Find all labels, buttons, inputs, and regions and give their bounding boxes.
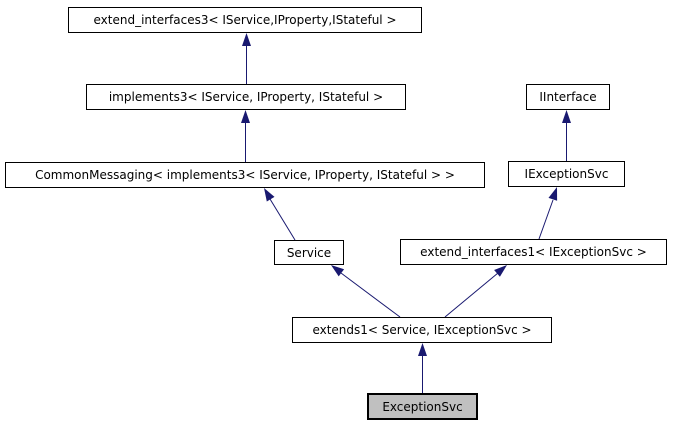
node-service[interactable]: Service [274, 240, 344, 265]
node-iinterface[interactable]: IInterface [526, 84, 610, 110]
edge-extends1-to-extend-interfaces1 [444, 265, 507, 318]
node-exceptionsvc: ExceptionSvc [367, 393, 478, 420]
node-extends1[interactable]: extends1< Service, IExceptionSvc > [292, 317, 552, 343]
edge-exceptionsvc-to-extends1 [418, 343, 427, 393]
edge-commonmessaging-to-implements3 [241, 110, 250, 162]
edge-extend-interfaces1-to-iexceptionsvc [538, 187, 558, 240]
edge-extends1-to-service [331, 265, 401, 318]
edge-service-to-commonmessaging [264, 188, 296, 241]
node-iexceptionsvc[interactable]: IExceptionSvc [508, 161, 625, 187]
node-extend-interfaces3[interactable]: extend_interfaces3< IService,IProperty,I… [68, 7, 422, 33]
node-commonmessaging[interactable]: CommonMessaging< implements3< IService, … [5, 162, 485, 188]
edge-implements3-to-extend-interfaces3 [242, 33, 251, 84]
edge-iexceptionsvc-to-iinterface [562, 110, 571, 161]
node-extend-interfaces1[interactable]: extend_interfaces1< IExceptionSvc > [400, 239, 667, 265]
node-implements3[interactable]: implements3< IService, IProperty, IState… [86, 84, 406, 110]
